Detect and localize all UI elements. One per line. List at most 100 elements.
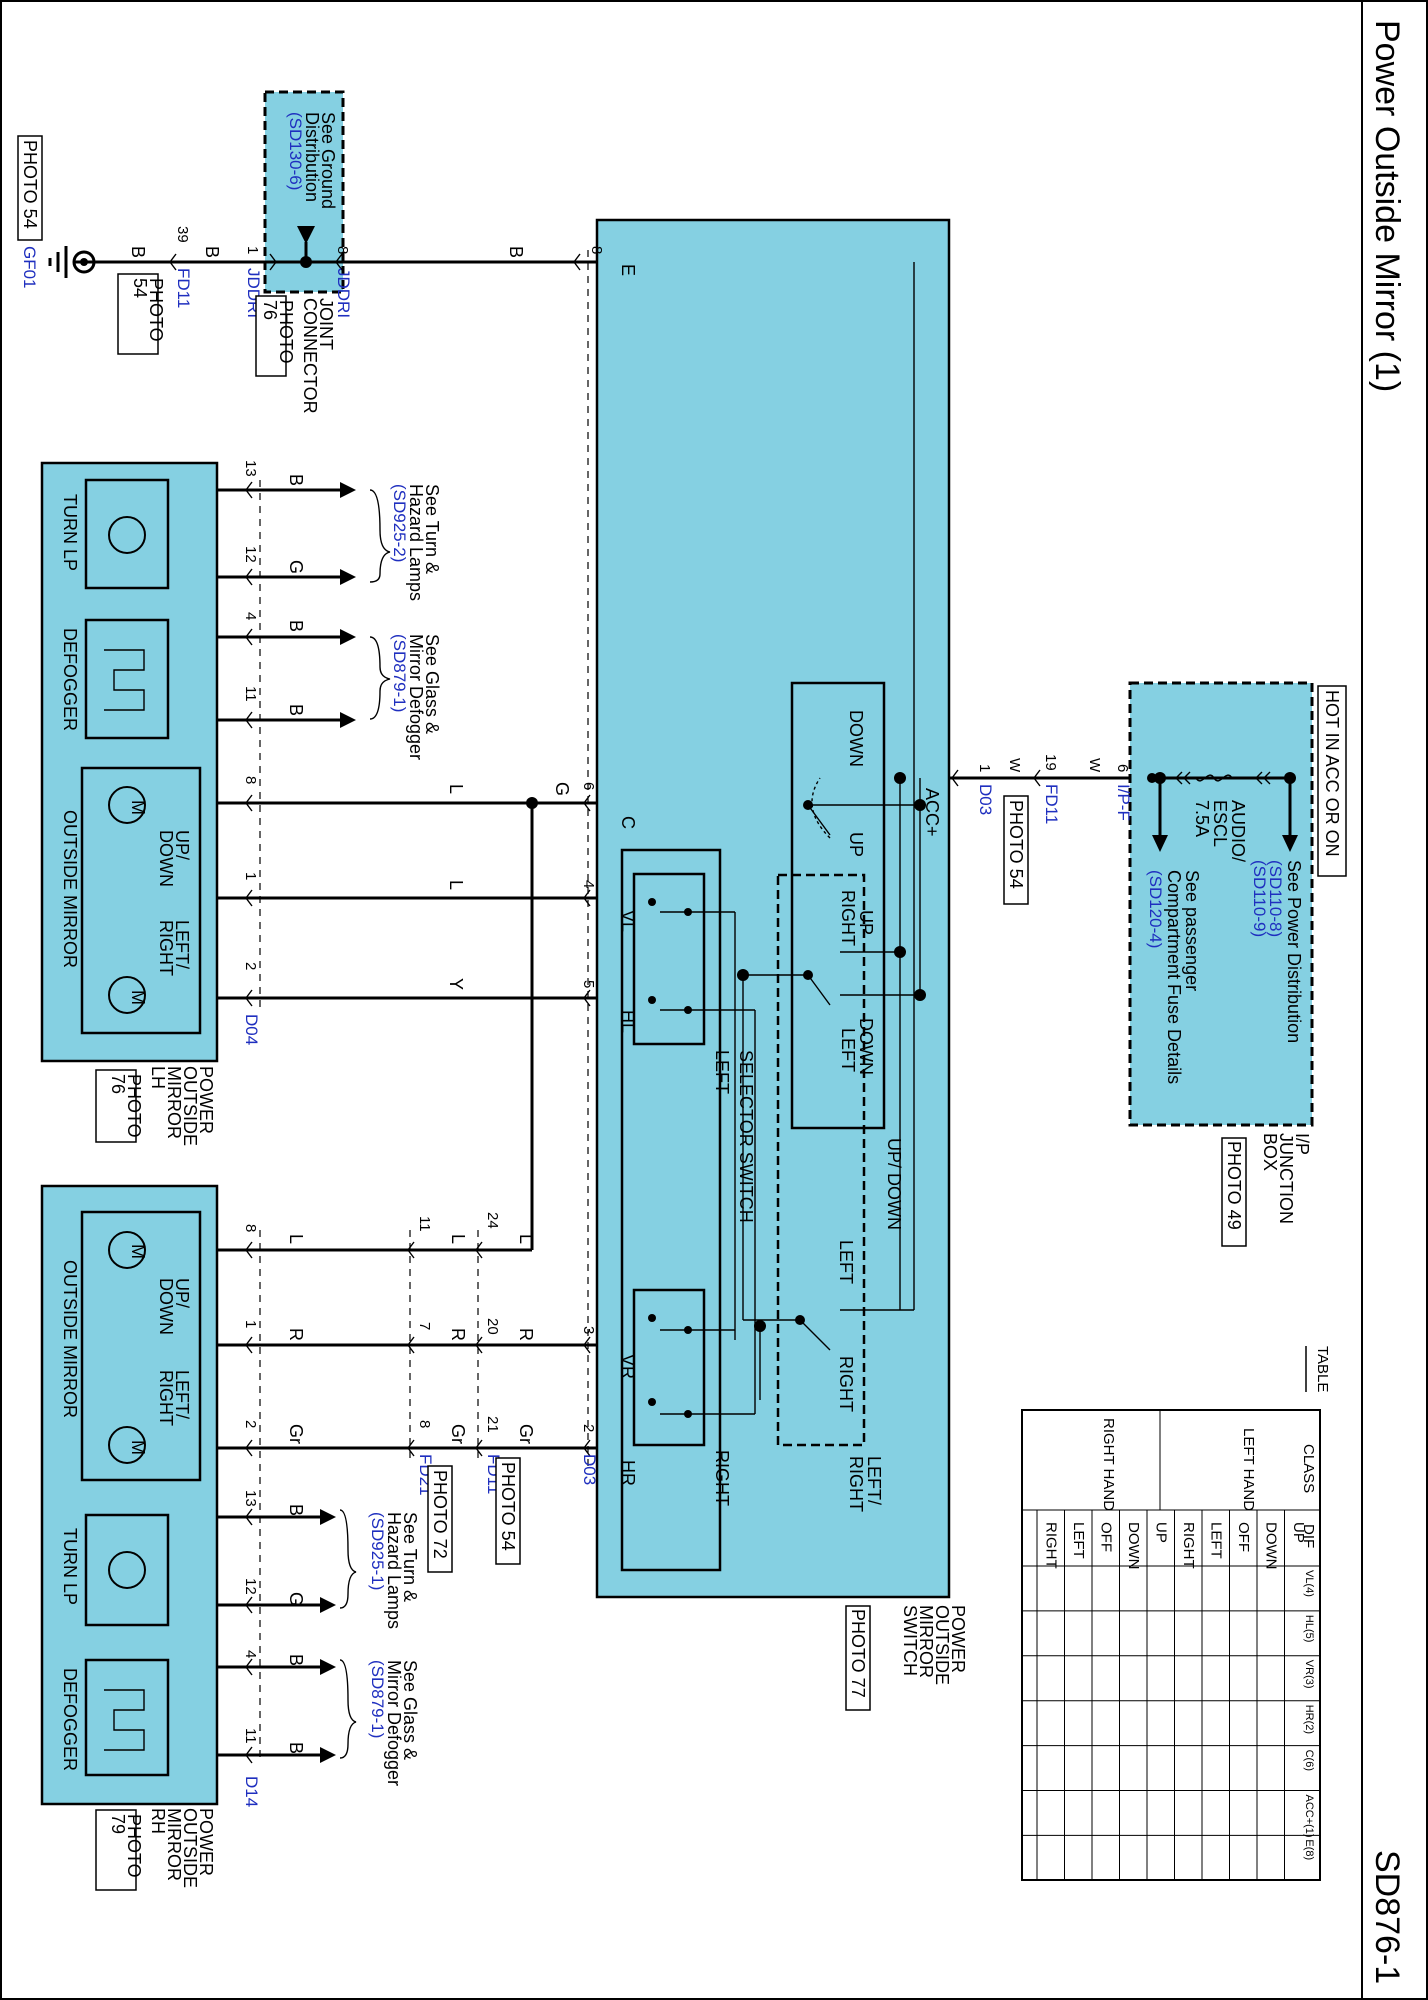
svg-text:12: 12 (242, 1578, 259, 1595)
table-row-label: OFF (1235, 1522, 1252, 1552)
ground-id: GF01 (20, 246, 39, 289)
svg-text:76: 76 (260, 300, 280, 320)
d14-connector: D14 (242, 1776, 261, 1807)
table-row-label: DOWN (1263, 1522, 1280, 1570)
selector-label: SELECTOR SWITCH (736, 1050, 756, 1223)
ipf-connector: I/P-F (1114, 784, 1133, 821)
arrow-power-dist (1282, 835, 1298, 852)
hot-label-box (1317, 685, 1347, 877)
svg-text:OUTSIDE: OUTSIDE (180, 1808, 200, 1888)
table-col-header: E(8) (1303, 1839, 1315, 1860)
table-col-header: C(6) (1303, 1750, 1315, 1771)
selector-switch (620, 848, 722, 1572)
svg-text:LEFT/: LEFT/ (172, 1370, 192, 1419)
svg-text:RIGHT HAND: RIGHT HAND (1100, 1418, 1117, 1511)
svg-text:19: 19 (1042, 754, 1059, 771)
svg-text:L: L (448, 1234, 468, 1244)
svg-text:Hazard Lamps: Hazard Lamps (384, 1512, 404, 1629)
svg-text:OUTSIDE MIRROR: OUTSIDE MIRROR (60, 810, 80, 968)
svg-text:OUTSIDE: OUTSIDE (180, 1066, 200, 1146)
lamp-icon (108, 1551, 146, 1589)
svg-text:JDDRI: JDDRI (334, 268, 353, 318)
svg-text:B: B (286, 474, 306, 486)
svg-text:13: 13 (242, 1490, 259, 1507)
svg-text:DEFOGGER: DEFOGGER (60, 1668, 80, 1771)
page-code: SD876-1 (1368, 1850, 1406, 1984)
table-col-header: VL(4) (1303, 1570, 1315, 1597)
leftright-switch (776, 873, 866, 1447)
svg-text:R: R (286, 1328, 306, 1341)
jbox-name-2: JUNCTION (1276, 1133, 1296, 1224)
svg-text:DIF: DIF (1300, 1524, 1317, 1548)
fuse-rating: 7.5A (1192, 800, 1212, 837)
svg-text:11: 11 (416, 1216, 433, 1232)
svg-text:21: 21 (484, 1416, 501, 1433)
jbox-name-1: I/P (1292, 1133, 1312, 1155)
motor-icon (108, 786, 146, 824)
svg-text:4: 4 (580, 880, 597, 888)
svg-text:RIGHT: RIGHT (156, 1370, 176, 1426)
see-passenger-2: Compartment Fuse Details (1164, 870, 1184, 1084)
switch-photo: PHOTO 77 (848, 1609, 868, 1698)
d03-bottom: D03 (580, 1454, 599, 1485)
table-row-label: RIGHT (1043, 1522, 1060, 1569)
svg-text:(SD925-2): (SD925-2) (390, 484, 409, 562)
svg-text:PHOTO: PHOTO (146, 278, 166, 342)
switch-down: DOWN (846, 710, 866, 767)
motor-icon (108, 1426, 146, 1464)
svg-text:1: 1 (244, 246, 261, 254)
svg-text:G: G (552, 782, 572, 796)
svg-text:Hazard Lamps: Hazard Lamps (406, 484, 426, 601)
svg-text:DOWN: DOWN (156, 830, 176, 887)
svg-text:POWER: POWER (196, 1066, 216, 1134)
svg-text:G: G (286, 560, 306, 574)
svg-text:B: B (286, 1742, 306, 1754)
table-col-header: HL(5) (1303, 1615, 1315, 1643)
mirror-lh: TURN LP DEFOGGER OUTSIDE MIRROR M M UP/ … (40, 460, 597, 1250)
defogger-icon (104, 1689, 145, 1751)
svg-text:LH: LH (148, 1066, 168, 1089)
svg-text:LEFT HAND: LEFT HAND (1240, 1428, 1257, 1511)
svg-text:M: M (128, 800, 148, 815)
svg-text:MIRROR: MIRROR (916, 1605, 936, 1678)
svg-text:See Turn &: See Turn & (422, 484, 442, 574)
svg-text:HR: HR (618, 1460, 638, 1486)
svg-text:B: B (286, 620, 306, 632)
svg-text:POWER: POWER (948, 1605, 968, 1673)
svg-text:8: 8 (242, 1224, 259, 1232)
svg-text:VL: VL (618, 910, 638, 932)
ground-icon (72, 250, 96, 274)
svg-text:4: 4 (242, 1650, 259, 1658)
svg-text:B: B (286, 1654, 306, 1666)
mirror-switch: SELECTOR SWITCH LEFT RIGHT DOWN UP ACC+ … (595, 218, 968, 1711)
svg-text:FD11: FD11 (174, 268, 193, 308)
svg-text:4: 4 (242, 612, 259, 620)
svg-text:11: 11 (242, 686, 259, 702)
svg-text:RH: RH (148, 1808, 168, 1834)
svg-text:2: 2 (242, 962, 259, 970)
svg-text:VR: VR (618, 1354, 638, 1379)
hot-label: HOT IN ACC OR ON (1322, 690, 1342, 857)
table-caption: TABLE (1314, 1346, 1331, 1392)
updown-switch (790, 681, 886, 1130)
svg-text:R: R (516, 1328, 536, 1341)
svg-text:HL: HL (618, 1010, 638, 1033)
svg-text:PHOTO 54: PHOTO 54 (498, 1462, 518, 1551)
d03-top: D03 (976, 784, 995, 815)
fuse-name-1: AUDIO/ (1228, 800, 1248, 862)
acc-plus: ACC+ (922, 788, 942, 837)
svg-text:2: 2 (580, 1424, 597, 1432)
svg-text:See Glass &: See Glass & (422, 634, 442, 734)
svg-text:LEFT: LEFT (836, 1240, 856, 1284)
svg-text:LEFT/: LEFT/ (864, 1456, 884, 1505)
svg-text:PHOTO: PHOTO (124, 1814, 144, 1878)
power-dist-ref-1: (SD110-8) (1266, 860, 1285, 937)
jbox-photo: PHOTO 49 (1224, 1141, 1244, 1230)
svg-text:B: B (128, 246, 148, 258)
svg-text:PHOTO 54: PHOTO 54 (20, 140, 40, 229)
svg-text:6: 6 (1114, 764, 1131, 772)
svg-text:6: 6 (580, 782, 597, 790)
junction-box: HOT IN ACC OR ON See Power Distribution … (1114, 681, 1347, 1247)
svg-text:OUTSIDE: OUTSIDE (932, 1605, 952, 1685)
